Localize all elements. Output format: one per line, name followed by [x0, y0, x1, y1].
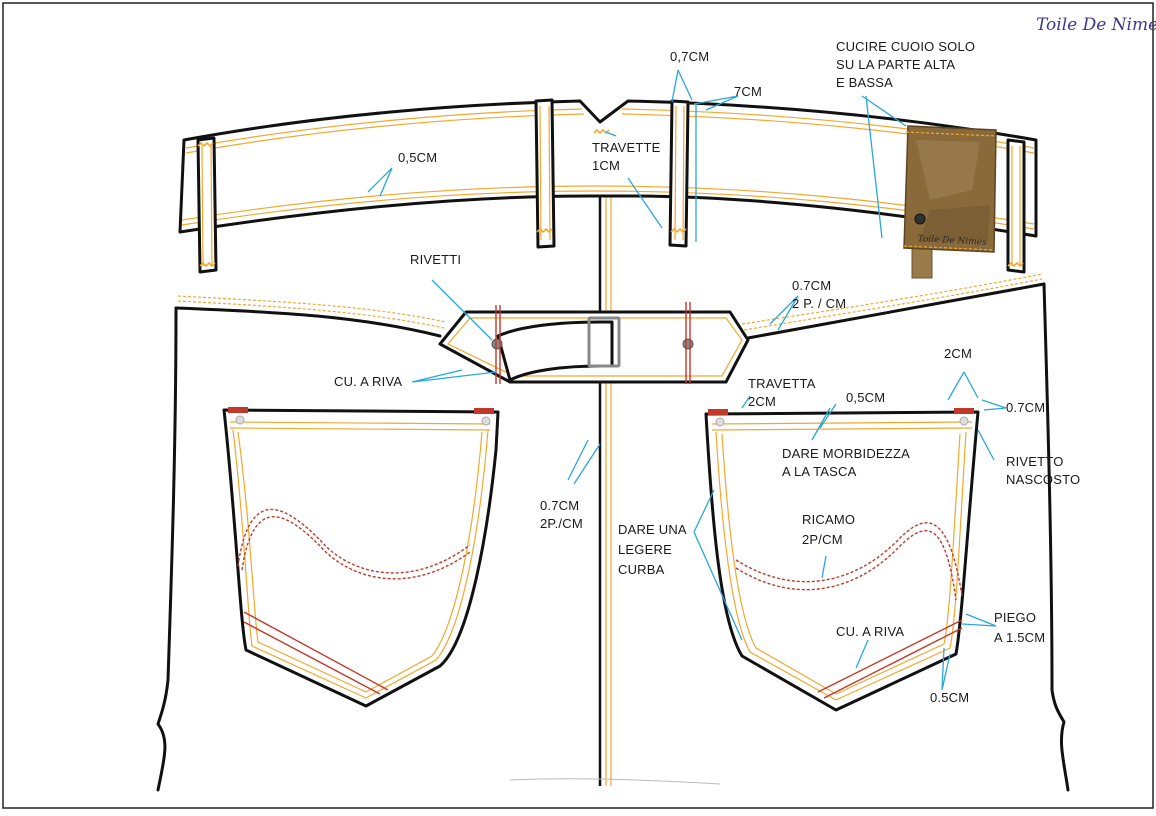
label-yoke-stitch-2: 2 P. / CM — [792, 296, 846, 311]
label-hidden-rivet-2: NASCOSTO — [1006, 472, 1080, 487]
label-beltloop-width: 7CM — [734, 84, 762, 99]
left-embroidery-2 — [241, 516, 471, 580]
back-tab — [438, 302, 750, 384]
label-edge-stitch-right: CU. A RIVA — [836, 624, 904, 639]
label-leather-note-1: CUCIRE CUOIO SOLO — [836, 39, 975, 54]
belt-loops — [196, 98, 1026, 274]
labels: Toile De Nimes 0,7CM 7CM CUCIRE CUOIO SO… — [334, 15, 1156, 705]
label-curve-3: CURBA — [618, 562, 665, 577]
yoke-topstitch-right-1 — [741, 273, 1043, 325]
right-back-pocket — [704, 408, 980, 712]
belt-loop-left — [196, 136, 218, 274]
label-curve-2: LEGERE — [618, 542, 672, 557]
label-embroidery-1: RICAMO — [802, 512, 855, 527]
label-soft-pocket-1: DARE MORBIDEZZA — [782, 446, 910, 461]
label-center-seam-1: 0.7CM — [540, 498, 579, 513]
tab-rivet-right — [682, 338, 694, 350]
waistband-stitch-top-l1 — [185, 108, 583, 149]
leather-patch: Toile De Nimes — [903, 125, 997, 279]
buckle — [587, 316, 621, 368]
label-pocket-bartack-2: 2CM — [748, 394, 776, 409]
yoke-seam-right — [746, 282, 1046, 340]
label-bartack-2: 1CM — [592, 158, 620, 173]
label-fold-2: A 1.5CM — [994, 630, 1045, 645]
label-hidden-rivet-1: RIVETTO — [1006, 454, 1064, 469]
hem-hint — [509, 778, 721, 785]
tab-flap — [496, 320, 614, 382]
label-pocket-hem-stitch: 0.7CM — [1006, 400, 1045, 415]
label-soft-pocket-2: A LA TASCA — [782, 464, 857, 479]
bartack-left-bottom — [199, 261, 216, 268]
yoke-seam-left — [174, 306, 442, 338]
waistband-stitch-bot-2 — [181, 190, 1035, 230]
label-pocket-hem-width: 2CM — [944, 346, 972, 361]
label-bartack-1: TRAVETTE — [592, 140, 661, 155]
label-leather-note-3: E BASSA — [836, 75, 893, 90]
right-side-seam — [1042, 282, 1070, 792]
brand-logo: Toile De Nimes — [1036, 15, 1156, 35]
right-pocket-outline — [704, 410, 980, 712]
label-beltloop-stitch: 0,7CM — [670, 49, 709, 64]
waistband-stitch-bot-1 — [181, 185, 1035, 225]
label-bottom-stitch: 0.5CM — [930, 690, 969, 705]
yoke-topstitch-left-2 — [177, 300, 445, 329]
label-curve-1: DARE UNA — [618, 522, 687, 537]
left-side-seam — [156, 306, 178, 792]
label-leather-note-2: SU LA PARTE ALTA — [836, 57, 955, 72]
waistband-stitch-top-l2 — [185, 113, 585, 154]
label-pocket-stitch: 0,5CM — [846, 390, 885, 405]
label-pocket-bartack-1: TRAVETTA — [748, 376, 816, 391]
pants-body — [156, 190, 1070, 792]
yoke-topstitch-left-1 — [177, 295, 447, 323]
label-fold-1: PIEGO — [994, 610, 1036, 625]
right-embroidery-2 — [735, 529, 957, 601]
label-embroidery-2: 2P/CM — [802, 532, 843, 547]
belt-loop-right — [1006, 138, 1026, 274]
waistband-shape — [178, 99, 1038, 238]
left-back-pocket — [222, 407, 500, 708]
patch-brand-text: Toile De Nimes — [917, 234, 987, 248]
belt-loop-right-mid — [668, 99, 690, 248]
label-waistband-stitch: 0,5CM — [398, 150, 437, 165]
belt-loop-left-mid — [534, 98, 556, 249]
patch-rivet — [914, 213, 926, 225]
right-embroidery-1 — [735, 522, 963, 597]
leader-lines — [367, 69, 1007, 691]
label-center-seam-2: 2P./CM — [540, 516, 583, 531]
bartack-left-top — [197, 141, 214, 148]
label-edge-stitch-left: CU. A RIVA — [334, 374, 402, 389]
left-pocket-outline — [222, 408, 500, 708]
label-rivets: RIVETTI — [410, 252, 461, 267]
label-yoke-stitch-1: 0.7CM — [792, 278, 831, 293]
